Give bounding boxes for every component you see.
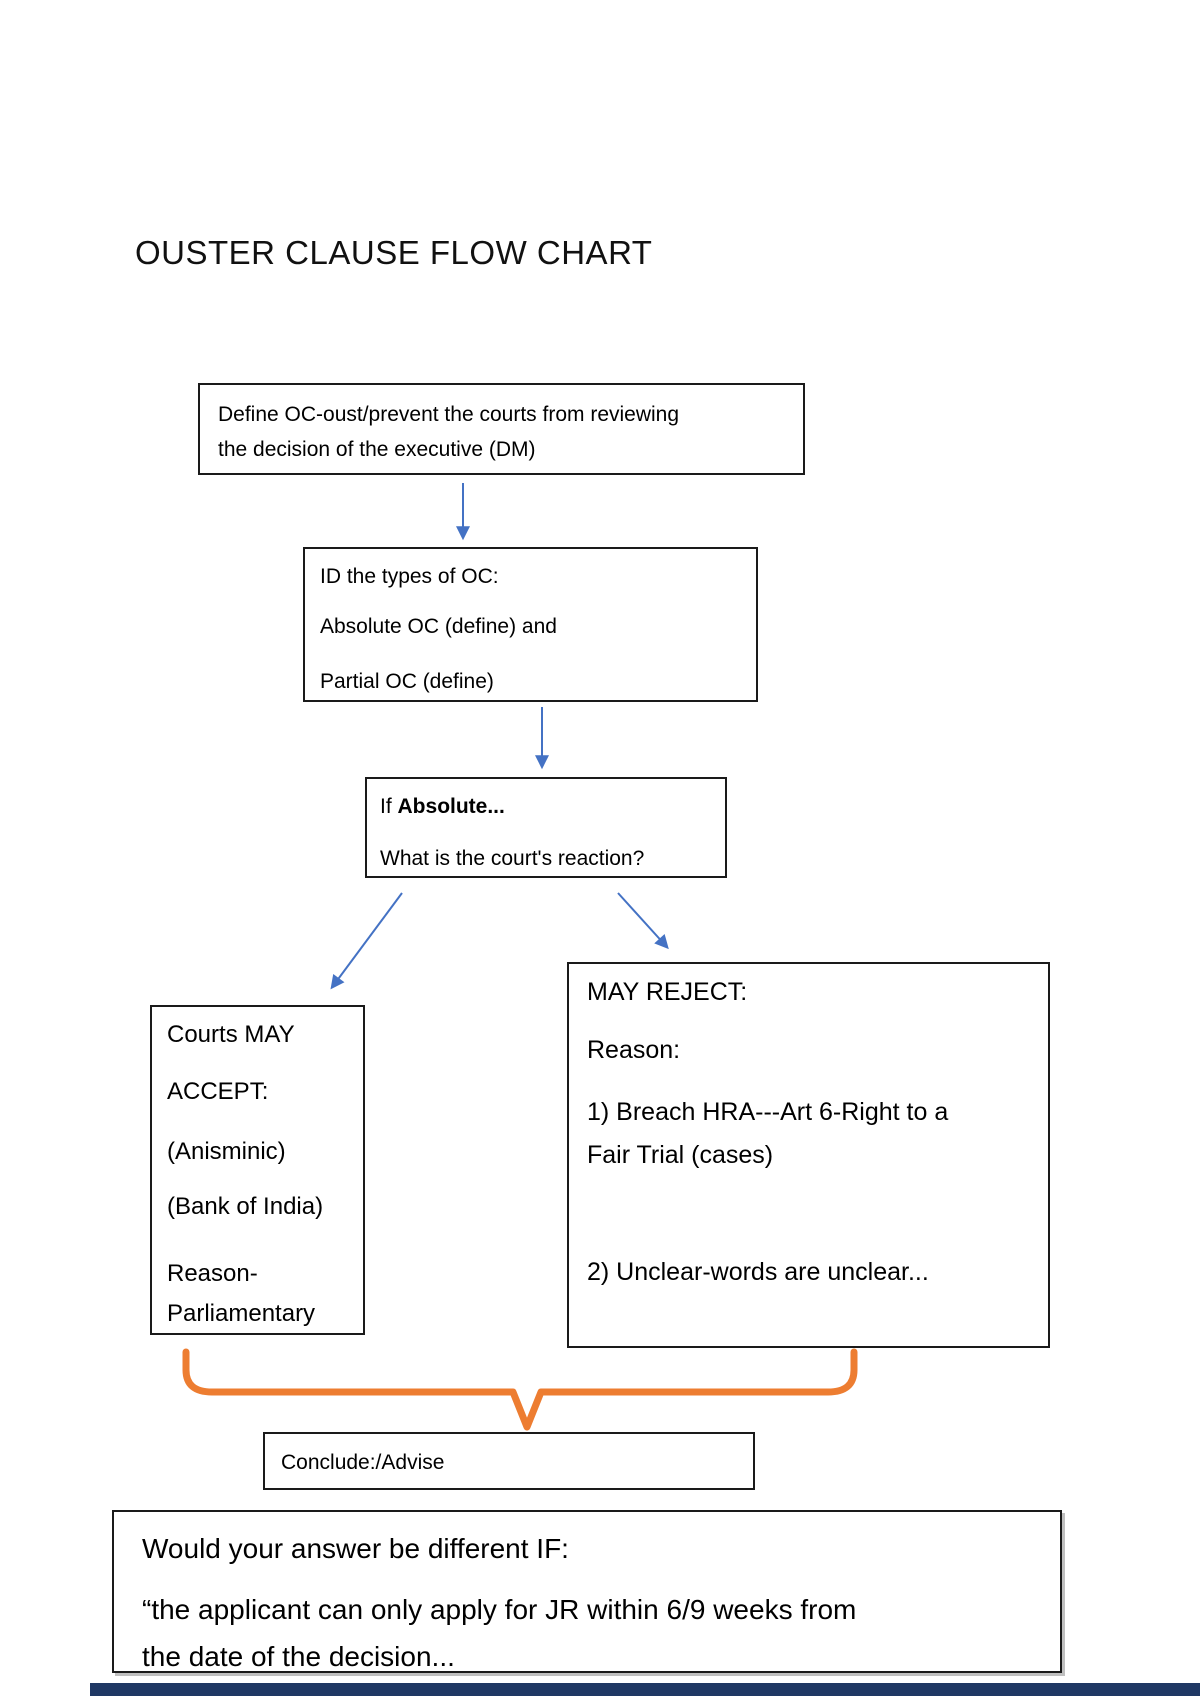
accept-line: Reason- [167,1260,258,1287]
question-line: Would your answer be different IF: [142,1533,569,1564]
define-oc-box: Define OC-oust/prevent the courts from r… [198,383,805,475]
reject-line: MAY REJECT: [587,978,748,1006]
question-line: “the applicant can only apply for JR wit… [142,1594,857,1625]
if-absolute-line: If Absolute... [380,792,715,822]
accept-line: (Bank of India) [167,1193,324,1220]
define-oc-line: the decision of the executive (DM) [218,438,536,461]
would-answer-differ-box: Would your answer be different IF: “the … [112,1510,1062,1673]
accept-line: ACCEPT: [167,1078,269,1105]
bottom-navy-bar [90,1683,1200,1696]
accept-line: (Anisminic) [167,1138,286,1165]
types-oc-line: Absolute OC (define) and [320,615,557,638]
court-reaction-line: What is the court's reaction? [380,847,645,870]
define-oc-line: Define OC-oust/prevent the courts from r… [218,403,680,426]
may-reject-box: MAY REJECT: Reason: 1) Breach HRA---Art … [567,962,1050,1348]
page-title: OUSTER CLAUSE FLOW CHART [135,234,653,271]
types-oc-line: Partial OC (define) [320,670,494,693]
accept-line: Parliamentary [167,1300,316,1327]
types-of-oc-box: ID the types of OC: Absolute OC (define)… [303,547,758,702]
reject-line: 1) Breach HRA---Art 6-Right to a [587,1098,949,1126]
absolute-emphasis: Absolute... [397,795,505,818]
curly-brace-bracket [182,1348,858,1431]
conclude-line: Conclude:/Advise [281,1451,445,1474]
reject-line: Fair Trial (cases) [587,1141,774,1169]
accept-line: Courts MAY [167,1021,295,1048]
if-absolute-box: If Absolute... What is the court's react… [365,777,727,878]
reject-line: 2) Unclear-words are unclear... [587,1258,929,1286]
reject-line: Reason: [587,1036,681,1064]
conclude-advise-box: Conclude:/Advise [263,1432,755,1490]
types-oc-line: ID the types of OC: [320,565,499,588]
arrow-if-to-reject [617,892,669,950]
arrow-if-to-accept [330,892,403,990]
question-line: the date of the decision... [142,1641,455,1672]
if-prefix: If [380,795,398,818]
courts-may-accept-box: Courts MAY ACCEPT: (Anisminic) (Bank of … [150,1005,365,1335]
